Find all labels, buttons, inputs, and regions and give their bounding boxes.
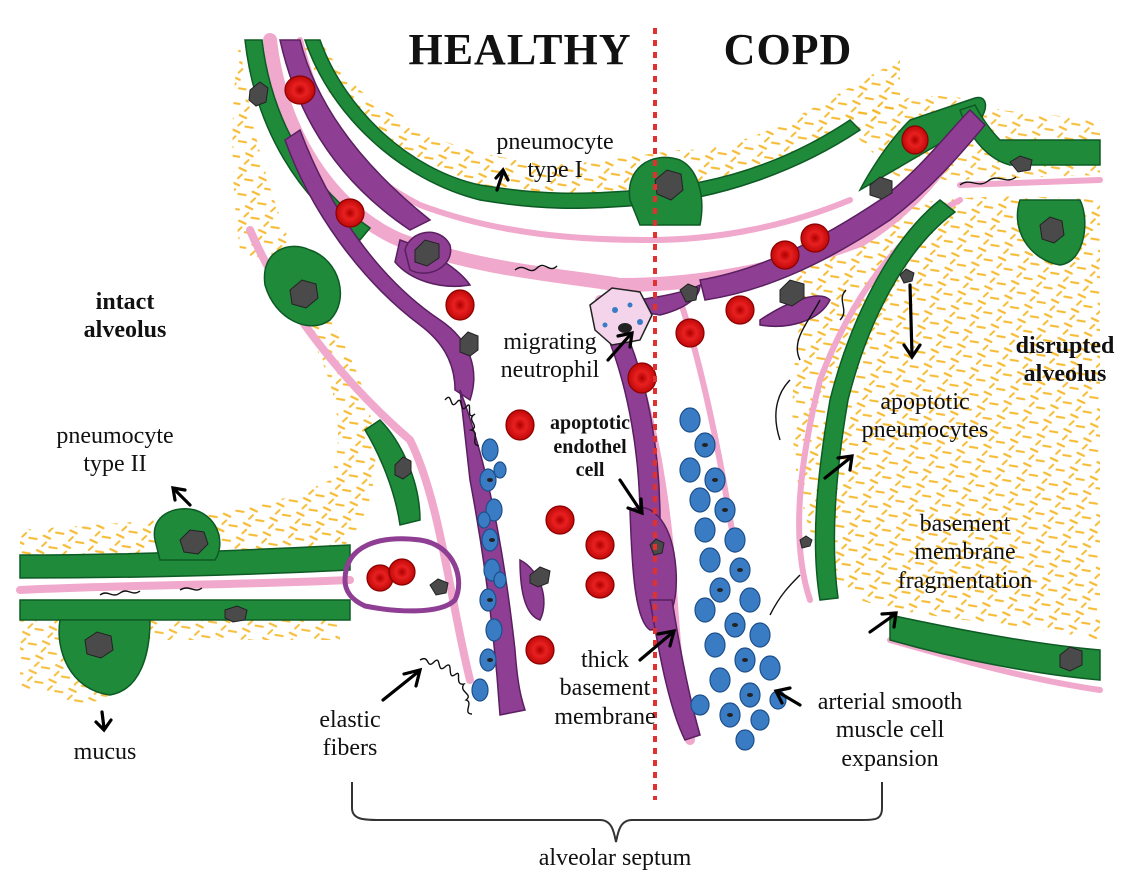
label-apoptotic-pneumocytes: apoptotic pneumocytes	[835, 388, 1015, 445]
label-apoptotic-endothel-cell: apoptotic endothel cell	[535, 412, 645, 483]
label-mucus: mucus	[55, 738, 155, 766]
label-intact-alveolus: intact alveolus	[55, 288, 195, 345]
label-migrating-neutrophil: migrating neutrophil	[475, 328, 625, 385]
septum-brace	[352, 782, 882, 842]
title-copd: COPD	[708, 28, 868, 72]
label-pneumocyte-type-1: pneumocyte type I	[470, 128, 640, 185]
title-healthy: HEALTHY	[400, 28, 640, 72]
label-elastic-fibers: elastic fibers	[295, 706, 405, 763]
label-thick-basement-membrane: thick basement membrane	[530, 646, 680, 731]
label-pneumocyte-type-2: pneumocyte type II	[30, 422, 200, 479]
smooth-muscle-copd	[680, 408, 786, 750]
label-arterial-smooth-muscle: arterial smooth muscle cell expansion	[790, 688, 990, 773]
label-disrupted-alveolus: disrupted alveolus	[1000, 332, 1130, 389]
label-basement-membrane-fragmentation: basement membrane fragmentation	[870, 510, 1060, 595]
label-alveolar-septum: alveolar septum	[515, 844, 715, 872]
